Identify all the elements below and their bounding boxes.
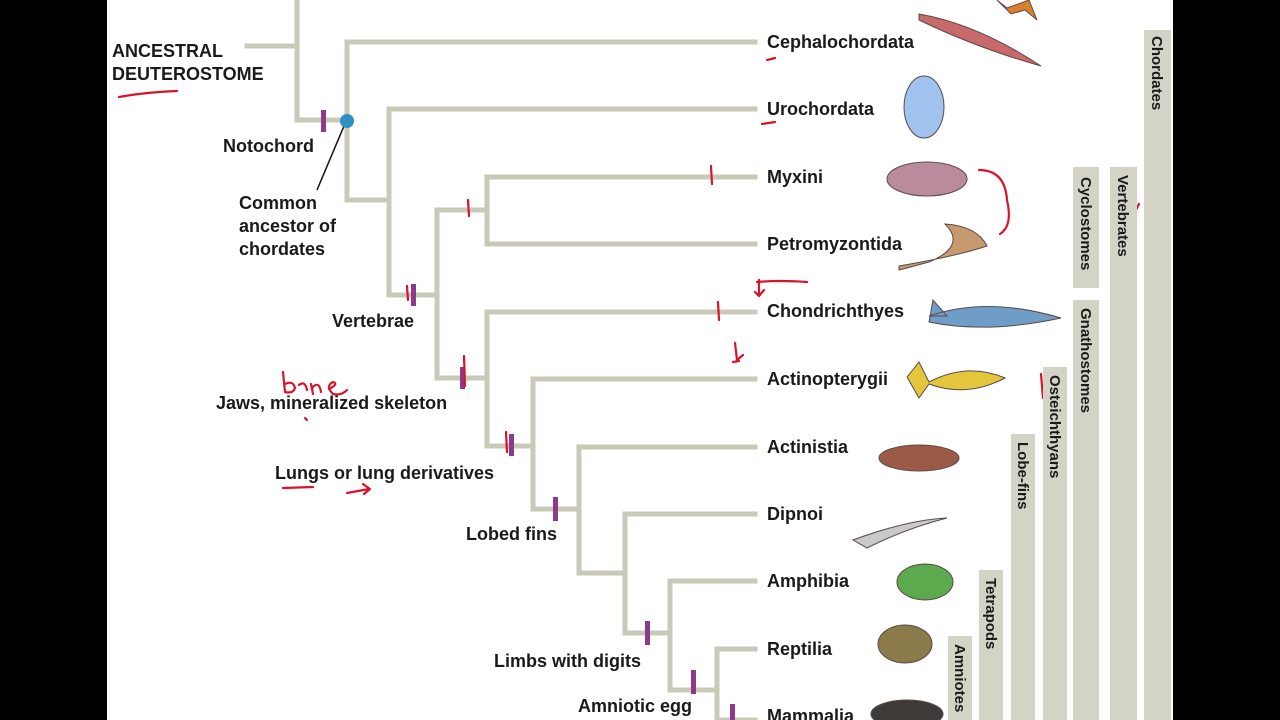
- ink-arrow-lungs: [345, 482, 372, 496]
- taxon-amphibia: Amphibia: [767, 571, 850, 591]
- taxon-urochordata: Urochordata: [767, 99, 875, 119]
- mark-jaws: [460, 367, 465, 389]
- common-ancestor-label: Common ancestor of chordates: [239, 192, 336, 261]
- lungfish-image: [851, 517, 948, 549]
- mark-lobed-fins: [553, 497, 558, 521]
- wildebeest-image: [870, 699, 944, 720]
- clade-label-cyclostomes: Cyclostomes: [1077, 177, 1094, 271]
- clade-bar-vertebrates: Vertebrates: [1110, 167, 1137, 720]
- ancestral-label-line1: ANCESTRAL: [112, 41, 223, 61]
- character-jaws: Jaws, mineralized skeleton: [216, 393, 448, 413]
- ancestor-pointer-line: [316, 125, 345, 191]
- coelacanth-image: [878, 444, 960, 472]
- ink-osteich-mark: [1039, 372, 1045, 400]
- clade-bar-cyclostomes: Cyclostomes: [1073, 167, 1099, 288]
- starfish-image: [996, 0, 1038, 21]
- common-ancestor-line2: ancestor of: [239, 216, 337, 236]
- actinopterygii-image: [906, 361, 1007, 399]
- ink-cyclostome-tick: [466, 198, 471, 218]
- ink-chondrichthyes-tick: [716, 300, 721, 322]
- ink-arrow-chondrichthyes: [753, 278, 809, 298]
- ink-myxini-tick: [709, 164, 714, 186]
- character-amniotic-egg: Amniotic egg: [578, 696, 693, 716]
- mark-amniotic-egg: [691, 670, 696, 694]
- frog-image: [896, 563, 954, 601]
- clade-bar-osteichthyans: Osteichthyans: [1043, 367, 1067, 720]
- ink-arrow-actino: [731, 341, 745, 364]
- mark-vertebrae: [411, 284, 416, 306]
- taxon-cephalochordata: Cephalochordata: [767, 32, 915, 52]
- ink-jaws-tick: [462, 354, 467, 388]
- common-ancestor-line3: chordates: [239, 239, 326, 259]
- clade-bar-chordates: Chordates: [1144, 30, 1171, 720]
- ink-ceph: [765, 56, 777, 62]
- taxon-chondrichthyes: Chondrichthyes: [767, 301, 905, 321]
- mark-mammalia: [730, 704, 735, 720]
- clade-label-amniotes: Amniotes: [951, 644, 968, 713]
- ink-uro: [760, 120, 777, 126]
- mark-limbs: [645, 621, 650, 645]
- ink-note-bone: [281, 370, 349, 396]
- mark-lungs: [509, 434, 514, 456]
- taxon-actinistia: Actinistia: [767, 437, 849, 457]
- lancelet-image: [918, 13, 1042, 67]
- taxon-dipnoi: Dipnoi: [767, 504, 823, 524]
- taxon-petromyzontida: Petromyzontida: [767, 234, 903, 254]
- tunicate-image: [903, 75, 945, 139]
- mark-notochord: [321, 110, 326, 132]
- character-vertebrae: Vertebrae: [332, 311, 415, 331]
- ink-vertebrae-tick: [405, 284, 410, 302]
- clade-label-gnathostomes: Gnathostomes: [1077, 308, 1094, 414]
- taxon-mammalia: Mammalia: [767, 706, 855, 720]
- branch-root: [244, 0, 350, 123]
- ink-lungs-tick: [504, 430, 509, 454]
- clade-bar-lobe-fins: Lobe-fins: [1011, 434, 1035, 720]
- phylogenetic-tree: [117, 0, 1171, 720]
- hagfish-image: [886, 161, 968, 197]
- clade-label-osteichthyans: Osteichthyans: [1046, 375, 1063, 479]
- clade-bar-gnathostomes: Gnathostomes: [1073, 300, 1099, 720]
- ancestral-label-line2: DEUTEROSTOME: [112, 64, 264, 84]
- clade-label-lobe-fins: Lobe-fins: [1014, 442, 1031, 510]
- common-ancestor-line1: Common: [239, 193, 317, 213]
- clade-label-chordates: Chordates: [1148, 36, 1165, 111]
- character-lobed-fins: Lobed fins: [466, 524, 557, 544]
- clade-bar-tetrapods: Tetrapods: [979, 570, 1003, 720]
- ink-underline-lungs: [281, 485, 315, 490]
- taxon-reptilia: Reptilia: [767, 639, 833, 659]
- taxon-myxini: Myxini: [767, 167, 824, 187]
- ink-tick-jaw-label: [303, 416, 309, 422]
- character-limbs: Limbs with digits: [494, 651, 641, 671]
- character-lungs: Lungs or lung derivatives: [275, 463, 495, 483]
- ink-underline-ancestor: [117, 89, 179, 99]
- clade-bar-amniotes: Amniotes: [948, 636, 972, 720]
- taxon-actinopterygii: Actinopterygii: [767, 369, 889, 389]
- ancestral-deuterostome-label: ANCESTRAL DEUTEROSTOME: [112, 40, 264, 86]
- snake-image: [877, 624, 933, 664]
- character-notochord: Notochord: [223, 136, 314, 156]
- shark-image: [928, 298, 1062, 328]
- ink-myxini-bracket: [977, 168, 1010, 236]
- lamprey-image: [898, 223, 988, 271]
- clade-label-vertebrates: Vertebrates: [1114, 175, 1131, 257]
- common-ancestor-node: [340, 114, 354, 128]
- cladogram-page: ANCESTRAL DEUTEROSTOME Common ancestor o…: [107, 0, 1173, 720]
- clade-label-tetrapods: Tetrapods: [982, 578, 999, 650]
